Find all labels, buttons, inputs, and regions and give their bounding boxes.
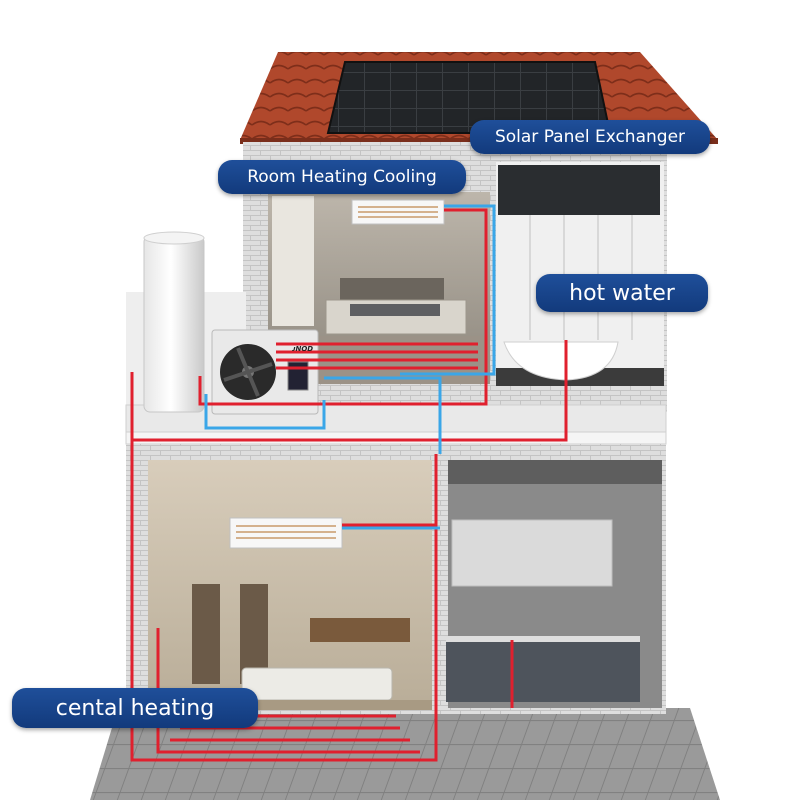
- living-bookshelf: [192, 584, 220, 684]
- bedroom-window: [272, 196, 314, 326]
- central-heating-label: cental heating: [12, 688, 258, 728]
- solar-panel-exchanger-label: Solar Panel Exchanger: [470, 120, 710, 154]
- bed-throw: [350, 304, 440, 316]
- water-tank-top: [144, 232, 204, 244]
- water-tank-icon: [144, 236, 204, 412]
- heat-pump-brand: ᴊNOD: [292, 345, 313, 353]
- room-heating-cooling-label: Room Heating Cooling: [218, 160, 466, 194]
- fan-coil-icon-lower: [230, 518, 342, 548]
- kitchen-ceiling: [448, 460, 662, 484]
- heat-pump-display: [288, 362, 308, 390]
- floor-slab: [126, 432, 666, 444]
- hot-water-label: hot water: [536, 274, 708, 312]
- living-wall-shelf: [310, 618, 410, 642]
- sofa: [242, 668, 392, 700]
- kitchen-counter: [446, 640, 640, 702]
- kitchen-countertop: [446, 636, 640, 642]
- kitchen-upper-cabinets: [452, 520, 612, 586]
- solar-collector: [498, 165, 660, 215]
